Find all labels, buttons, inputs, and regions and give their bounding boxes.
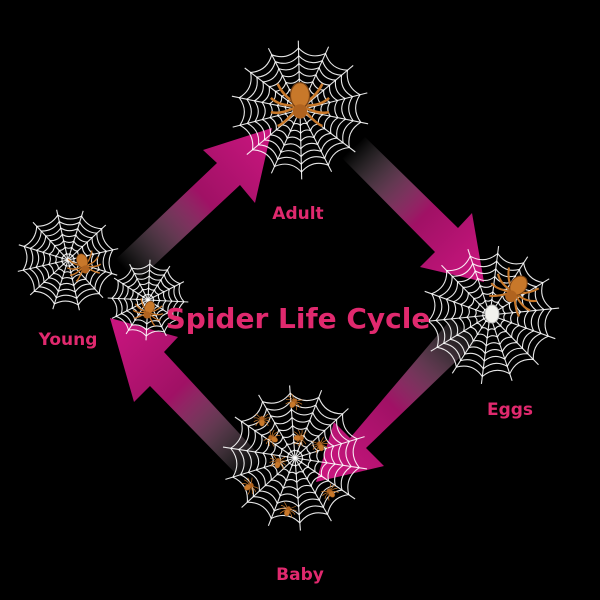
egg-sac bbox=[484, 304, 500, 324]
spider-baby-icon-3 bbox=[311, 436, 329, 453]
arrow-adult-to-eggs bbox=[342, 137, 484, 282]
stage-label-eggs: Eggs bbox=[487, 400, 533, 420]
spider-baby-icon-5 bbox=[241, 477, 259, 495]
arrow-baby-to-young bbox=[110, 318, 262, 478]
spider-young-small-icon bbox=[132, 298, 164, 327]
stage-label-adult: Adult bbox=[272, 204, 323, 224]
spider-young-large-icon bbox=[66, 250, 102, 283]
spiders bbox=[66, 81, 540, 518]
spider-baby-icon-4 bbox=[269, 454, 287, 470]
web-young-small bbox=[107, 259, 189, 341]
spider-adult-icon bbox=[270, 81, 330, 128]
spider-baby-icon-1 bbox=[253, 413, 271, 427]
spider-baby-icon-8 bbox=[293, 429, 307, 447]
spider-baby-icon-9 bbox=[263, 429, 281, 447]
web-baby bbox=[222, 385, 368, 531]
spider-baby-icon-7 bbox=[279, 501, 297, 518]
arrow-young-to-adult bbox=[115, 128, 272, 283]
spider-baby-icon-6 bbox=[321, 483, 339, 501]
stage-label-baby: Baby bbox=[276, 565, 324, 585]
spider-baby-icon-2 bbox=[285, 393, 303, 411]
diagram-title: Spider Life Cycle bbox=[166, 302, 431, 335]
spider-eggs-icon bbox=[489, 267, 540, 318]
stage-label-young: Young bbox=[38, 330, 98, 350]
